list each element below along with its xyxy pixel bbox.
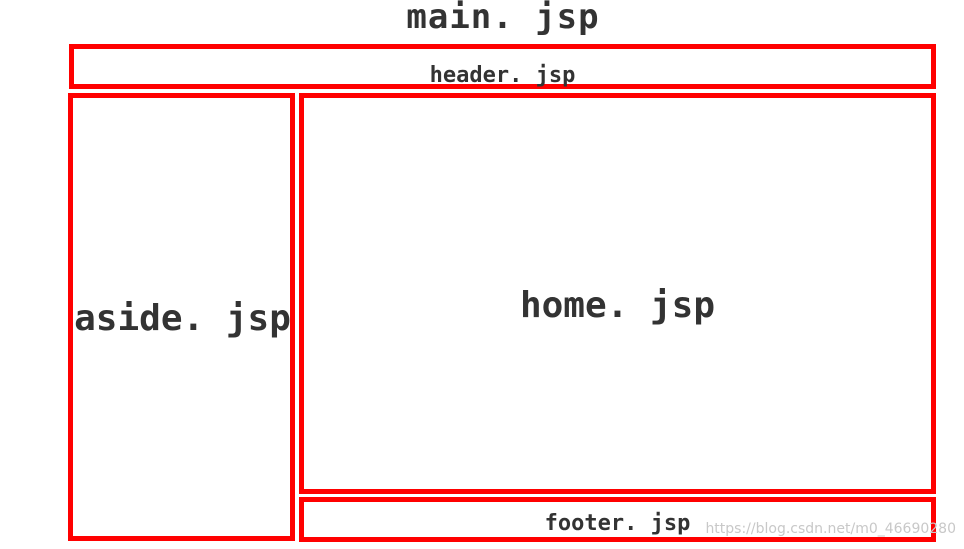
home-region: home. jsp <box>299 93 936 494</box>
watermark: https://blog.csdn.net/m0_46690280 <box>705 521 956 537</box>
footer-label: footer. jsp <box>544 511 691 536</box>
header-label: header. jsp <box>429 63 576 88</box>
header-region: header. jsp <box>69 44 936 89</box>
page-title: main. jsp <box>406 0 600 37</box>
aside-region: aside. jsp <box>68 93 295 541</box>
footer-region: footer. jsp <box>299 497 936 542</box>
aside-label: aside. jsp <box>74 297 291 339</box>
home-label: home. jsp <box>519 285 716 326</box>
